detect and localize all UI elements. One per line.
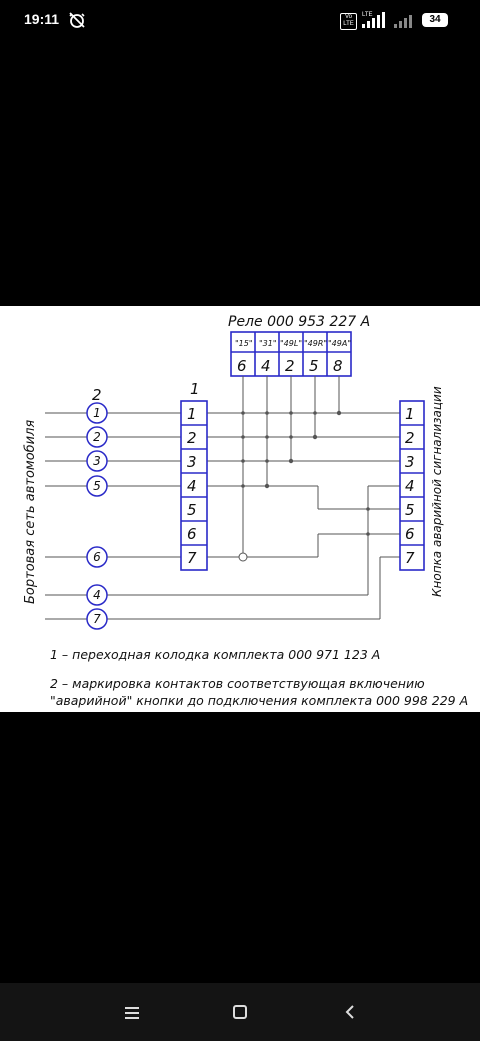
marking-number: 2 (93, 430, 101, 444)
marking-number: 5 (93, 479, 101, 493)
button-number: 3 (405, 453, 415, 471)
marking-number: 1 (93, 406, 101, 420)
status-time: 19:11 (24, 11, 60, 27)
battery-icon: 34 (422, 13, 448, 27)
note-line-3: "аварийной" кнопки до подключения компле… (50, 693, 468, 708)
alarm-off-icon (68, 11, 86, 33)
right-side-label: Кнопка аварийной сигнализации (430, 386, 444, 597)
left-side-label: Бортовая сеть автомобиля (23, 420, 38, 604)
marking-number: 3 (93, 454, 101, 468)
relay-pin-code: "49A" (328, 339, 351, 348)
block-number: 5 (187, 501, 197, 519)
relay-pin-code: "31" (259, 339, 277, 348)
lte-label: LTE (362, 12, 373, 18)
wires (45, 376, 400, 620)
marking-number: 6 (93, 550, 101, 564)
relay-pin-code: "49R" (304, 339, 327, 348)
navigation-bar (0, 983, 480, 1041)
status-bar: 19:11 Vo LTE LTE 34 (0, 0, 480, 40)
relay-pin-code: "15" (235, 339, 253, 348)
relay-pin-number: 4 (261, 357, 271, 375)
block-number: 1 (187, 405, 197, 423)
signal-icon: LTE (360, 10, 388, 34)
marking-number: 7 (93, 612, 101, 626)
block-number: 4 (187, 477, 197, 495)
block-number: 2 (187, 429, 197, 447)
marking-header: 2 (92, 386, 102, 404)
menu-icon[interactable] (124, 1005, 140, 1024)
block-number: 6 (187, 525, 197, 543)
block-number: 7 (187, 549, 197, 567)
wire-junctions (241, 410, 370, 536)
button-number: 5 (405, 501, 415, 519)
volte-icon: Vo LTE (340, 13, 357, 30)
relay-pin-code: "49L" (280, 339, 302, 348)
marking-circles (86, 402, 108, 630)
relay-pin-number: 5 (309, 357, 319, 375)
button-number: 6 (405, 525, 415, 543)
button-number: 2 (405, 429, 415, 447)
back-icon[interactable] (343, 1004, 357, 1024)
terminal-block (180, 400, 208, 571)
block-number: 3 (187, 453, 197, 471)
signal-weak-icon (392, 10, 416, 34)
wiring-diagram: Реле 000 953 227 А "15" "31" "49L" "49R"… (0, 306, 480, 712)
relay-pin-number: 2 (285, 357, 295, 375)
relay-pin-number: 8 (333, 357, 343, 375)
block-header: 1 (190, 380, 200, 398)
note-line-1: 1 – переходная колодка комплекта 000 971… (50, 647, 380, 662)
junction-node (238, 552, 248, 562)
home-icon[interactable] (232, 1004, 248, 1024)
button-block (399, 400, 425, 571)
note-line-2: 2 – маркировка контактов соответствующая… (50, 676, 425, 691)
button-number: 7 (405, 549, 415, 567)
button-number: 4 (405, 477, 415, 495)
marking-number: 4 (93, 588, 101, 602)
relay-title: Реле 000 953 227 А (228, 314, 370, 330)
button-number: 1 (405, 405, 415, 423)
relay-pin-number: 6 (237, 357, 247, 375)
